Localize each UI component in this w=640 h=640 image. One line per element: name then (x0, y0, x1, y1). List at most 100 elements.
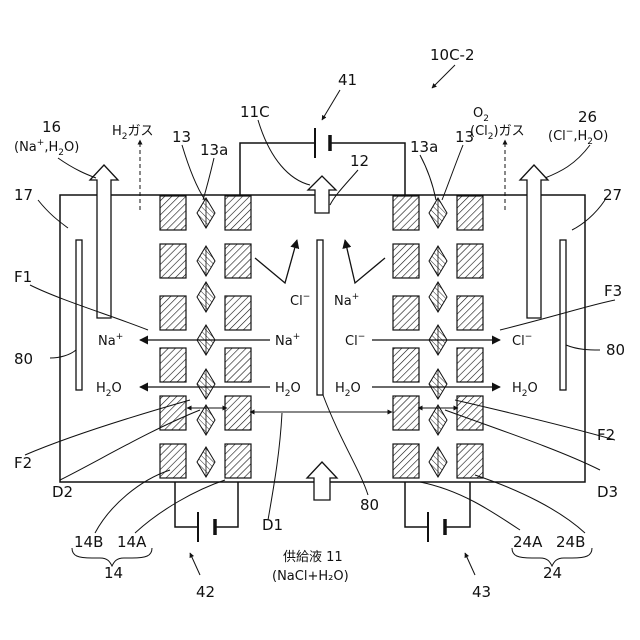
membrane-block (225, 348, 251, 382)
right-gas-o2: O2 (473, 106, 489, 124)
ref-27: 27 (603, 186, 622, 204)
power-source-bottom-left (175, 482, 238, 542)
ref-14A: 14A (117, 533, 147, 551)
membrane-block (225, 396, 251, 430)
ref-24B: 24B (556, 533, 585, 551)
leader-17 (38, 200, 68, 228)
membrane-block (225, 444, 251, 478)
membrane-block (160, 244, 186, 278)
flow-F2-left: F2 (14, 454, 32, 472)
ion-cl-right: Cl− (512, 332, 532, 349)
electrode-center (317, 240, 323, 395)
leader-14B (95, 470, 170, 533)
outlet-arrow-left (90, 165, 118, 318)
left-gas-label: H2ガス (112, 124, 154, 142)
power-42-leader (190, 553, 200, 575)
water-right: H2O (512, 381, 538, 399)
leader-26 (545, 145, 590, 178)
outlet-arrow-right (520, 165, 548, 318)
leader-80-left (50, 350, 76, 358)
flow-F3: F3 (604, 282, 622, 300)
ref-24A: 24A (513, 533, 543, 551)
ref-14: 14 (104, 564, 123, 582)
flow-F2-right: F2 (597, 426, 615, 444)
membrane-block (160, 348, 186, 382)
ref-12: 12 (350, 152, 369, 170)
leader-F3 (500, 300, 615, 330)
ref-16: 16 (42, 118, 61, 136)
leader-13a-right (420, 155, 436, 200)
power-41-leader (322, 90, 340, 120)
leader-13-right (442, 145, 463, 200)
leader-24B (475, 475, 585, 533)
membrane-block (393, 196, 419, 230)
membrane-block (160, 396, 186, 430)
cl-v-arrow (255, 240, 297, 283)
ion-na-center: Na+ (334, 292, 359, 309)
membrane-block (225, 196, 251, 230)
water-mid-left: H2O (275, 381, 301, 399)
figure-id: 10C-2 (430, 46, 475, 64)
dist-D2: D2 (52, 483, 73, 501)
dist-D1: D1 (262, 516, 283, 534)
electrode-right (560, 240, 566, 390)
ref-26: 26 (578, 108, 597, 126)
water-mid-right: H2O (335, 381, 361, 399)
ref-13a-left: 13a (200, 141, 228, 159)
power-source-bottom-right (405, 482, 470, 542)
ion-cl-mid: Cl− (345, 332, 365, 349)
ion-cl-center: Cl− (290, 292, 310, 309)
membrane-block (160, 296, 186, 330)
ref-14B: 14B (74, 533, 103, 551)
leader-14A (135, 480, 225, 533)
membrane-block (225, 244, 251, 278)
membrane-block (160, 196, 186, 230)
outlet-right-species: (Cl−,H2O) (548, 127, 608, 147)
leader-27 (572, 200, 605, 230)
right-gas-cl2: (Cl2)ガス (470, 124, 525, 142)
feed-label: 供給液 11 (283, 550, 343, 565)
ref-80-center: 80 (360, 496, 379, 514)
dist-D3: D3 (597, 483, 618, 501)
ref-13a-right: 13a (410, 138, 438, 156)
ref-41: 41 (338, 71, 357, 89)
membrane-block (457, 296, 483, 330)
ref-24: 24 (543, 564, 562, 582)
figure-id-leader (432, 65, 455, 88)
leader-D1 (268, 413, 282, 520)
ref-13-left: 13 (172, 128, 191, 146)
electrode-left (76, 240, 82, 390)
membrane-block (393, 244, 419, 278)
leader-F1 (30, 285, 148, 330)
ref-11C: 11C (240, 103, 270, 121)
ref-80-right: 80 (606, 341, 625, 359)
ref-43: 43 (472, 583, 491, 601)
membrane-block (393, 396, 419, 430)
na-v-arrow (345, 240, 385, 283)
leader-11C (258, 120, 310, 185)
membrane-block (225, 296, 251, 330)
membrane-block (160, 444, 186, 478)
water-left: H2O (96, 381, 122, 399)
ion-na-left: Na+ (98, 332, 123, 349)
feed-composition: (NaCl+H₂O) (272, 569, 349, 584)
membrane-block (457, 348, 483, 382)
ref-42: 42 (196, 583, 215, 601)
ref-80-left: 80 (14, 350, 33, 368)
feed-inlet-arrow (307, 462, 337, 500)
membrane-block (457, 444, 483, 478)
ref-17: 17 (14, 186, 33, 204)
outlet-left-species: (Na+,H2O) (14, 138, 79, 158)
membrane-block (457, 196, 483, 230)
membrane-block (457, 244, 483, 278)
membrane-block (393, 444, 419, 478)
membrane-block (393, 348, 419, 382)
power-43-leader (465, 553, 475, 575)
leader-80-right (566, 345, 600, 350)
membrane-block (393, 296, 419, 330)
ion-na-mid: Na+ (275, 332, 300, 349)
flow-F1: F1 (14, 268, 32, 286)
leader-13a-left (203, 158, 214, 200)
leader-16 (58, 158, 96, 178)
